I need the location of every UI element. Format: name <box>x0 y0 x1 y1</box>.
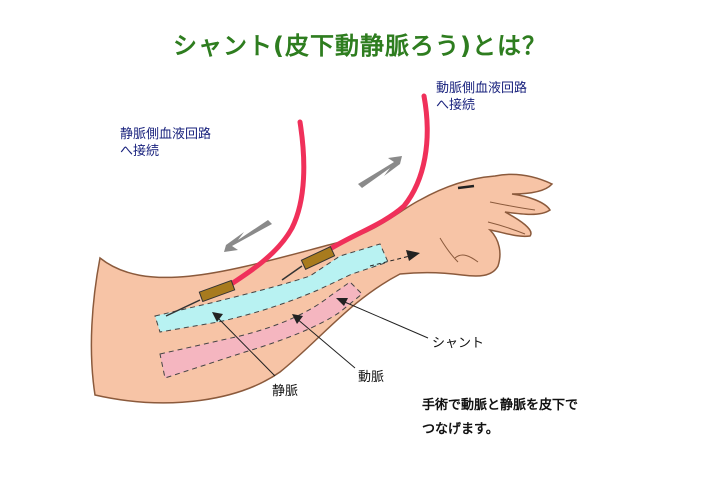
arterial-circuit-note: 動脈側血液回路 へ接続 <box>436 80 527 114</box>
venous-circuit-note: 静脈側血液回路 へ接続 <box>120 126 211 160</box>
arterial-needle-hub <box>300 246 336 270</box>
artery-leader-arrowhead-icon <box>292 314 303 324</box>
venous-note-line1: 静脈側血液回路 <box>120 127 212 142</box>
arterial-note-line1: 動脈側血液回路 <box>436 81 528 96</box>
finger-crease <box>489 201 536 211</box>
vein-band <box>154 243 389 333</box>
venous-note-line2: へ接続 <box>120 144 160 159</box>
vein-label: 静脈 <box>272 384 299 399</box>
arm-shape <box>90 173 554 404</box>
arterial-needle <box>281 265 303 281</box>
arterial-blood-tube <box>319 93 430 257</box>
finger-crease <box>487 221 526 235</box>
venous-blood-tube <box>219 119 307 293</box>
flow-direction-arrowhead-icon <box>406 250 420 261</box>
description-line1: 手術で動脈と静脈を皮下で <box>422 398 579 413</box>
venous-needle-hub <box>198 279 236 303</box>
arterial-flow-arrow-icon <box>358 156 402 188</box>
finger-crease <box>457 184 475 190</box>
shunt-leader-line <box>339 299 429 339</box>
venous-flow-arrow-icon <box>224 220 272 252</box>
artery-label: 動脈 <box>358 370 385 385</box>
shunt-label: シャント <box>432 336 485 351</box>
palm-crease <box>439 237 459 263</box>
description-line2: つなげます。 <box>422 422 499 437</box>
artery-leader-line <box>295 317 356 369</box>
venous-needle <box>165 299 201 317</box>
shunt-leader-arrowhead-icon <box>336 298 348 306</box>
arterial-note-line2: へ接続 <box>436 98 476 113</box>
vein-leader-line <box>215 315 276 377</box>
artery-band <box>159 281 363 379</box>
palm-crease <box>454 254 479 263</box>
page-title: シャント(皮下動静脈ろう)とは？ <box>173 32 547 60</box>
description: 手術で動脈と静脈を皮下で つなげます。 <box>422 394 578 442</box>
vein-leader-arrowhead-icon <box>212 312 223 322</box>
